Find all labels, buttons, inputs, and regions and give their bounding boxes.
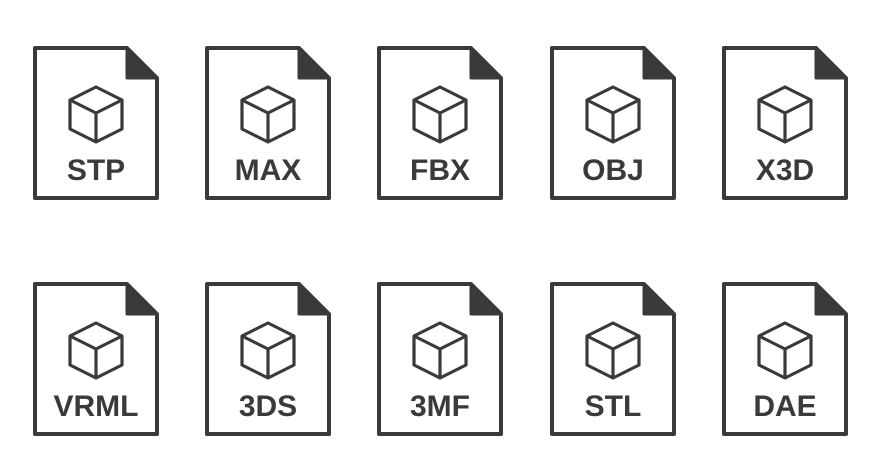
document-icon: VRML	[33, 282, 159, 436]
file-icon-max: MAX	[203, 44, 333, 202]
cube-icon	[240, 85, 296, 144]
page-fold-icon	[814, 282, 848, 316]
cube-icon	[68, 85, 124, 144]
file-extension-label: STL	[585, 390, 642, 423]
cube-icon	[68, 321, 124, 380]
page-fold-icon	[125, 46, 159, 80]
file-icon-dae: DAE	[720, 280, 850, 438]
document-icon: STP	[33, 46, 159, 200]
document-icon: FBX	[377, 46, 503, 200]
file-extension-label: X3D	[756, 154, 814, 187]
file-extension-label: VRML	[54, 390, 139, 423]
cube-icon	[240, 321, 296, 380]
document-icon: STL	[550, 282, 676, 436]
file-icon-vrml: VRML	[31, 280, 161, 438]
page-fold-icon	[642, 282, 676, 316]
cube-icon	[585, 85, 641, 144]
page-fold-icon	[814, 46, 848, 80]
file-extension-label: 3DS	[239, 390, 297, 423]
cube-icon	[757, 85, 813, 144]
page-fold-icon	[297, 46, 331, 80]
file-icon-fbx: FBX	[375, 44, 505, 202]
file-extension-label: STP	[67, 154, 125, 187]
document-icon: OBJ	[550, 46, 676, 200]
page-fold-icon	[642, 46, 676, 80]
file-extension-label: DAE	[753, 390, 816, 423]
file-icon-stl: STL	[548, 280, 678, 438]
file-icon-x3d: X3D	[720, 44, 850, 202]
document-icon: 3MF	[377, 282, 503, 436]
file-icon-3ds: 3DS	[203, 280, 333, 438]
cube-icon	[757, 321, 813, 380]
page-fold-icon	[297, 282, 331, 316]
file-extension-label: 3MF	[410, 390, 470, 423]
file-icon-stp: STP	[31, 44, 161, 202]
document-icon: DAE	[722, 282, 848, 436]
page-fold-icon	[469, 46, 503, 80]
document-icon: MAX	[205, 46, 331, 200]
cube-icon	[585, 321, 641, 380]
file-icon-3mf: 3MF	[375, 280, 505, 438]
page-fold-icon	[469, 282, 503, 316]
file-extension-label: OBJ	[582, 154, 644, 187]
document-icon: X3D	[722, 46, 848, 200]
cube-icon	[412, 321, 468, 380]
cube-icon	[412, 85, 468, 144]
page-fold-icon	[125, 282, 159, 316]
document-icon: 3DS	[205, 282, 331, 436]
file-extension-label: FBX	[410, 154, 470, 187]
file-extension-label: MAX	[235, 154, 302, 187]
file-icon-obj: OBJ	[548, 44, 678, 202]
